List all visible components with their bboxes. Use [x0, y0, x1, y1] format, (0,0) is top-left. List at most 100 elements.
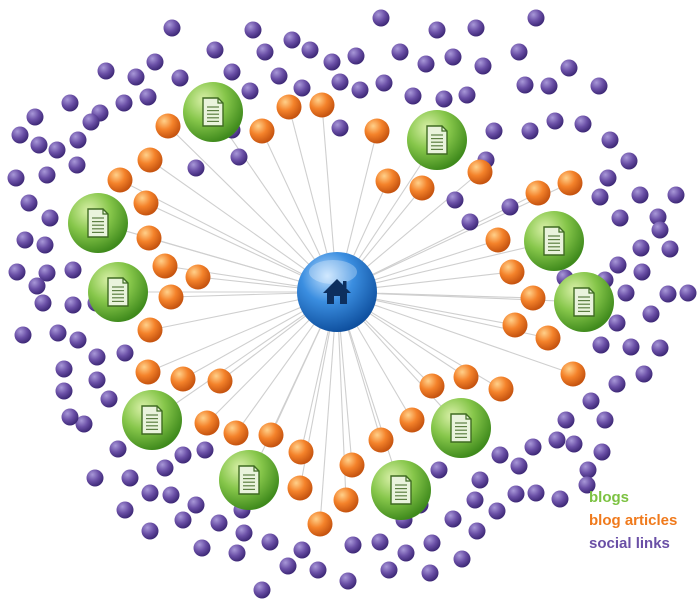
- social-link-node: [458, 86, 476, 104]
- social-link-node: [578, 476, 596, 494]
- blog-node: [219, 450, 279, 510]
- social-link-node: [633, 263, 651, 281]
- social-link-node: [69, 331, 87, 349]
- social-link-node: [596, 411, 614, 429]
- social-link-node: [667, 186, 685, 204]
- social-link-node: [127, 68, 145, 86]
- social-link-node: [622, 338, 640, 356]
- social-link-node: [488, 502, 506, 520]
- social-link-node: [540, 77, 558, 95]
- legend: blogs blog articles social links: [589, 486, 677, 555]
- blog-article-node: [158, 284, 184, 310]
- social-link-node: [163, 19, 181, 37]
- document-icon: [238, 465, 260, 495]
- social-link-node: [651, 221, 669, 239]
- blog-article-node: [107, 167, 133, 193]
- social-link-node: [521, 122, 539, 140]
- social-link-node: [601, 131, 619, 149]
- blog-article-node: [419, 373, 445, 399]
- blog-article-node: [368, 427, 394, 453]
- blog-article-node: [135, 359, 161, 385]
- social-link-node: [397, 544, 415, 562]
- social-link-node: [261, 533, 279, 551]
- blog-article-node: [170, 366, 196, 392]
- blog-article-node: [137, 317, 163, 343]
- social-link-node: [8, 263, 26, 281]
- social-link-node: [174, 446, 192, 464]
- connector-line: [336, 291, 574, 375]
- document-icon: [426, 125, 448, 155]
- legend-social-links: social links: [589, 535, 670, 552]
- social-link-node: [210, 514, 228, 532]
- social-link-node: [82, 113, 100, 131]
- blog-article-node: [136, 225, 162, 251]
- hub-node: [297, 252, 377, 332]
- social-link-node: [507, 485, 525, 503]
- blog-article-node: [185, 264, 211, 290]
- blog-article-node: [307, 511, 333, 537]
- social-link-node: [428, 21, 446, 39]
- blog-article-node: [560, 361, 586, 387]
- blog-article-node: [287, 475, 313, 501]
- social-link-node: [444, 510, 462, 528]
- social-link-node: [471, 471, 489, 489]
- blog-article-node: [375, 168, 401, 194]
- blog-article-node: [276, 94, 302, 120]
- social-link-node: [68, 156, 86, 174]
- social-link-node: [309, 561, 327, 579]
- social-link-node: [371, 533, 389, 551]
- document-icon: [107, 277, 129, 307]
- social-link-node: [109, 440, 127, 458]
- social-link-node: [560, 59, 578, 77]
- social-link-node: [162, 486, 180, 504]
- blog-article-node: [502, 312, 528, 338]
- blog-node: [524, 211, 584, 271]
- blog-article-node: [223, 420, 249, 446]
- social-link-node: [141, 522, 159, 540]
- blog-article-node: [249, 118, 275, 144]
- social-link-node: [30, 136, 48, 154]
- social-link-node: [642, 305, 660, 323]
- blog-article-node: [453, 364, 479, 390]
- social-link-node: [139, 88, 157, 106]
- social-link-node: [235, 524, 253, 542]
- social-link-node: [617, 284, 635, 302]
- social-link-node: [510, 457, 528, 475]
- blog-article-node: [557, 170, 583, 196]
- social-link-node: [590, 77, 608, 95]
- social-link-node: [608, 375, 626, 393]
- blog-article-node: [399, 407, 425, 433]
- social-link-node: [391, 43, 409, 61]
- social-link-node: [372, 9, 390, 27]
- social-link-node: [380, 561, 398, 579]
- social-link-node: [36, 236, 54, 254]
- social-link-node: [635, 365, 653, 383]
- blog-article-node: [467, 159, 493, 185]
- social-link-node: [446, 191, 464, 209]
- social-link-node: [228, 544, 246, 562]
- blog-node: [431, 398, 491, 458]
- legend-blogs: blogs: [589, 489, 629, 506]
- social-link-node: [270, 67, 288, 85]
- blog-article-node: [488, 376, 514, 402]
- social-link-node: [146, 53, 164, 71]
- blog-node: [407, 110, 467, 170]
- blog-article-node: [288, 439, 314, 465]
- social-link-node: [171, 69, 189, 87]
- blog-node: [122, 390, 182, 450]
- social-link-node: [88, 348, 106, 366]
- social-link-node: [474, 57, 492, 75]
- social-link-node: [527, 9, 545, 27]
- social-link-node: [61, 408, 79, 426]
- social-link-node: [591, 188, 609, 206]
- social-link-node: [187, 496, 205, 514]
- social-link-node: [557, 411, 575, 429]
- social-link-node: [661, 240, 679, 258]
- social-link-node: [524, 438, 542, 456]
- social-link-node: [468, 522, 486, 540]
- social-link-node: [651, 339, 669, 357]
- social-link-node: [61, 94, 79, 112]
- social-link-node: [347, 47, 365, 65]
- social-link-node: [174, 511, 192, 529]
